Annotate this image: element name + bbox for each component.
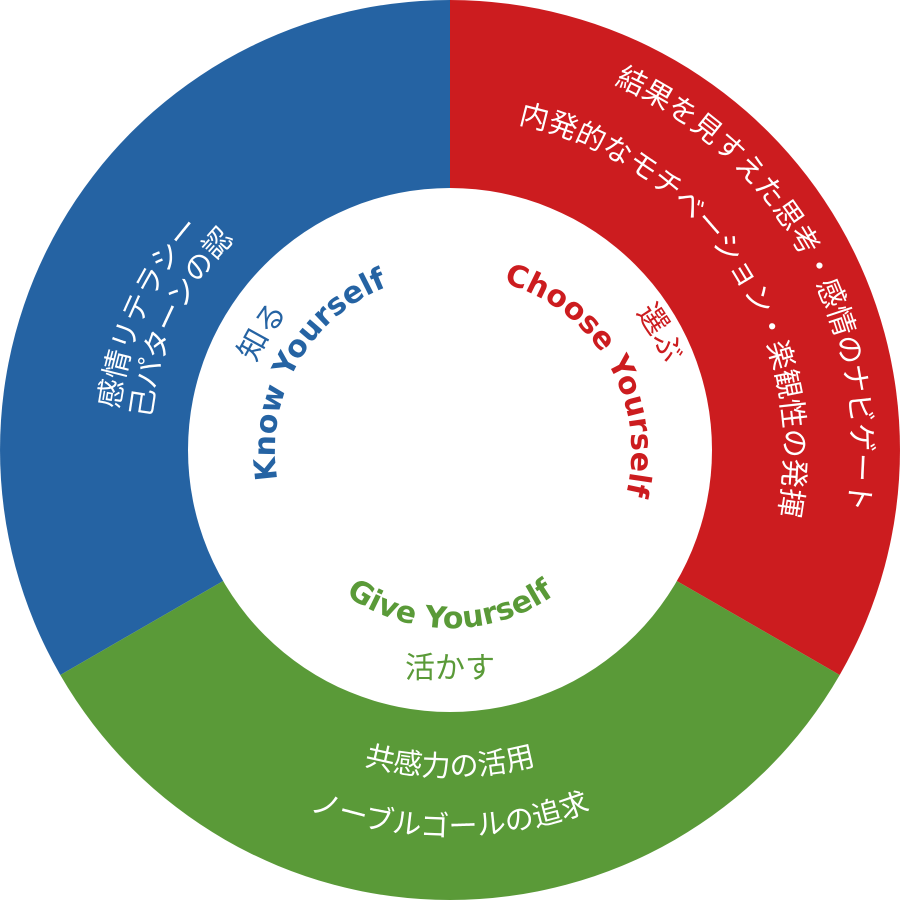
give-japanese-label: 活かす	[405, 651, 495, 686]
center-disc	[188, 188, 712, 712]
